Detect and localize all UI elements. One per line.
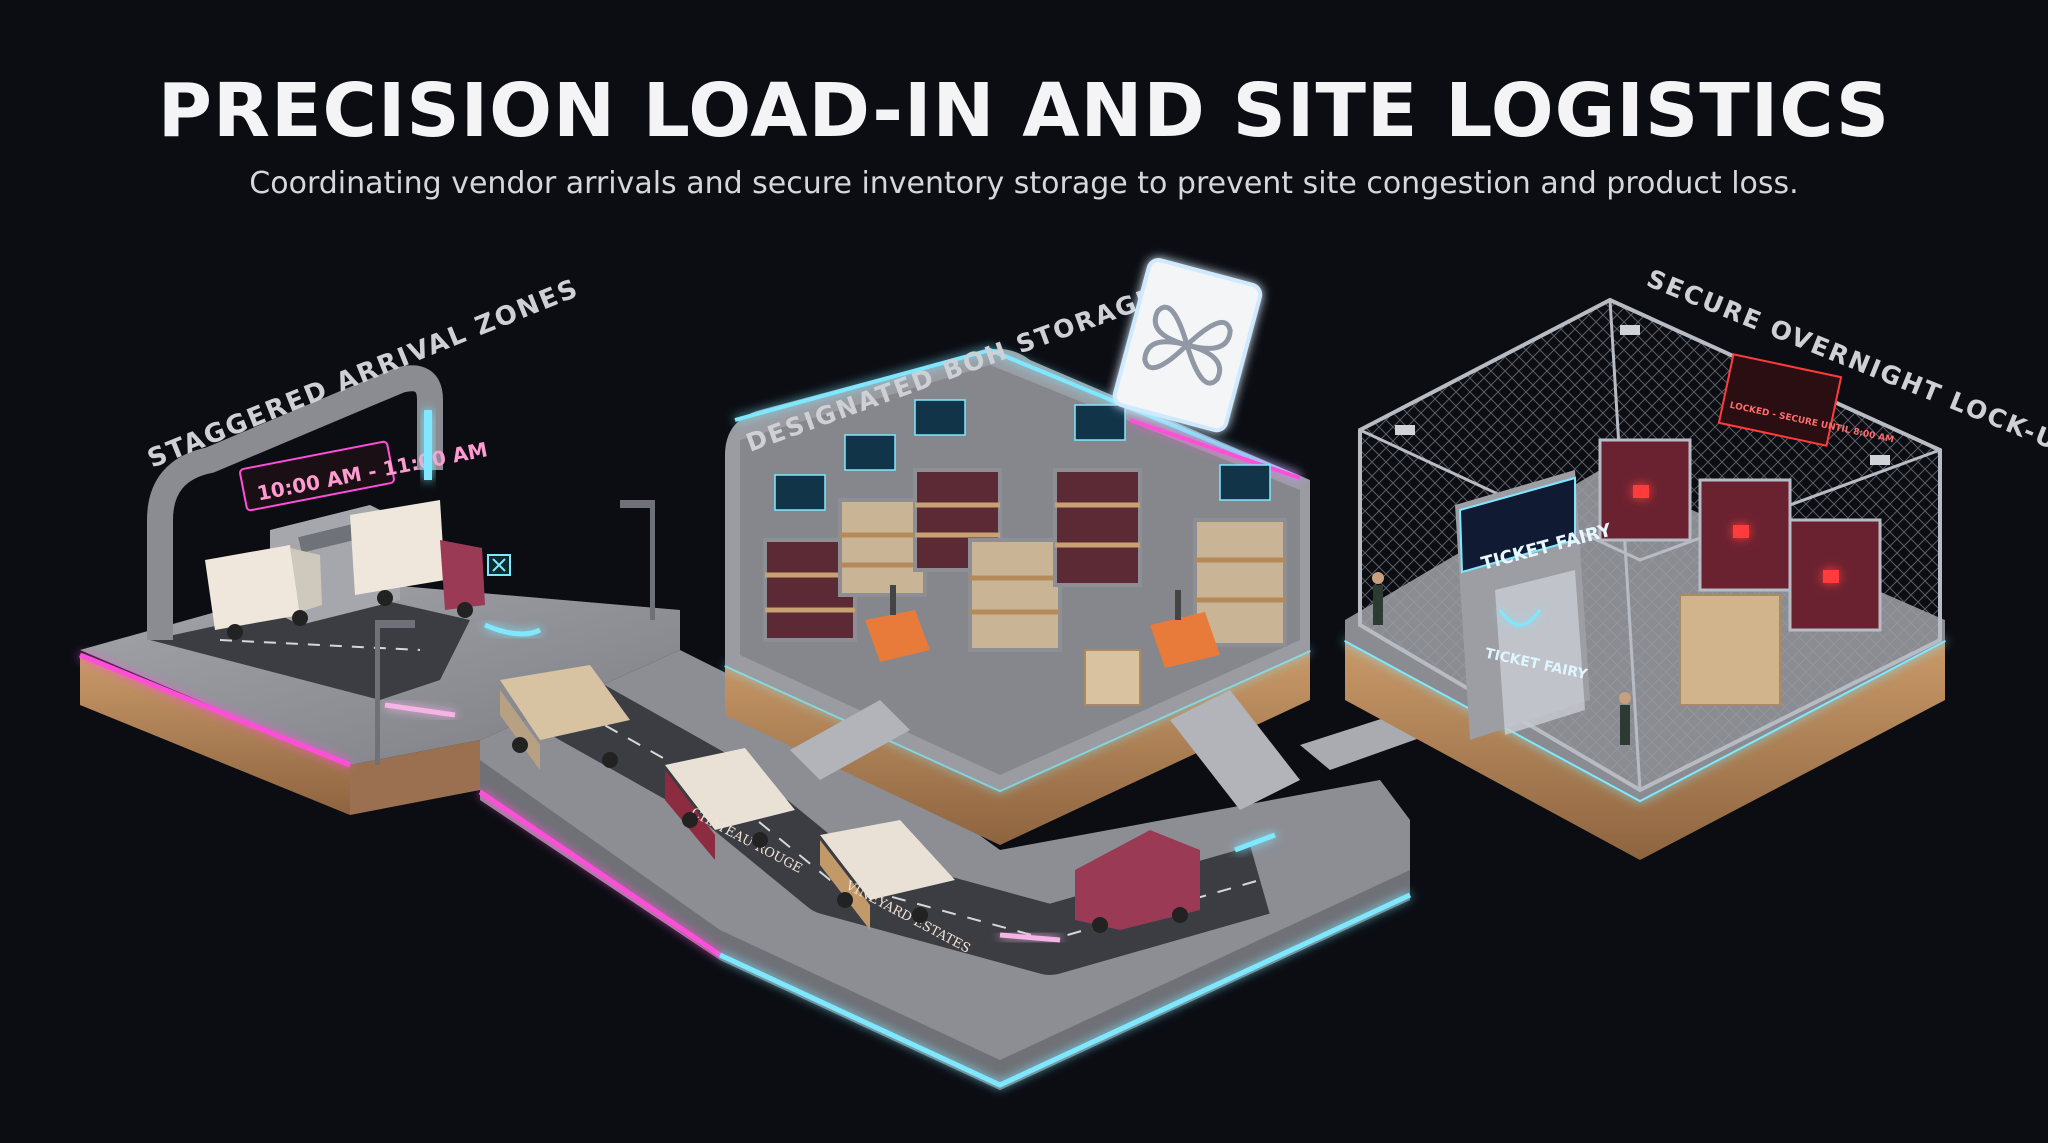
arrival-time-sign (239, 440, 395, 512)
storage-shelf (838, 498, 927, 597)
page-subtitle: Coordinating vendor arrivals and secure … (249, 166, 1799, 201)
padlock-icon (1633, 485, 1839, 583)
ticket-fairy-logo-icon (1498, 609, 1542, 627)
flow-arrow-icon (384, 702, 456, 718)
arrival-zone-label: STAGGERED ARRIVAL ZONES (143, 273, 583, 474)
ramp-stairs (1170, 690, 1300, 810)
x-logo-icon (492, 558, 506, 572)
page-title: PRECISION LOAD-IN AND SITE LOGISTICS (157, 68, 1891, 154)
arriving-truck (350, 500, 485, 618)
security-guard (1372, 572, 1631, 745)
storage-shelf (1193, 518, 1287, 647)
pallet-of-boxes (1084, 649, 1141, 706)
security-camera-icon (1395, 325, 1890, 465)
street-lamp (620, 500, 655, 620)
flow-arrow-icon (484, 622, 542, 637)
street-lamp (375, 620, 415, 765)
forklift (1150, 590, 1220, 668)
neon-brand-sign (1112, 258, 1263, 433)
wine-truck (1075, 830, 1200, 933)
ticket-fairy-logo-icon (1142, 304, 1233, 386)
ramp-stairs (790, 700, 910, 780)
parked-truck (205, 545, 322, 640)
storage-shelf (968, 538, 1062, 652)
flow-arrow-icon (1234, 832, 1276, 853)
delivery-truck (500, 665, 630, 770)
forklift (865, 585, 930, 662)
storage-shelf (1053, 468, 1142, 587)
shelf-info-screen (774, 399, 1271, 511)
